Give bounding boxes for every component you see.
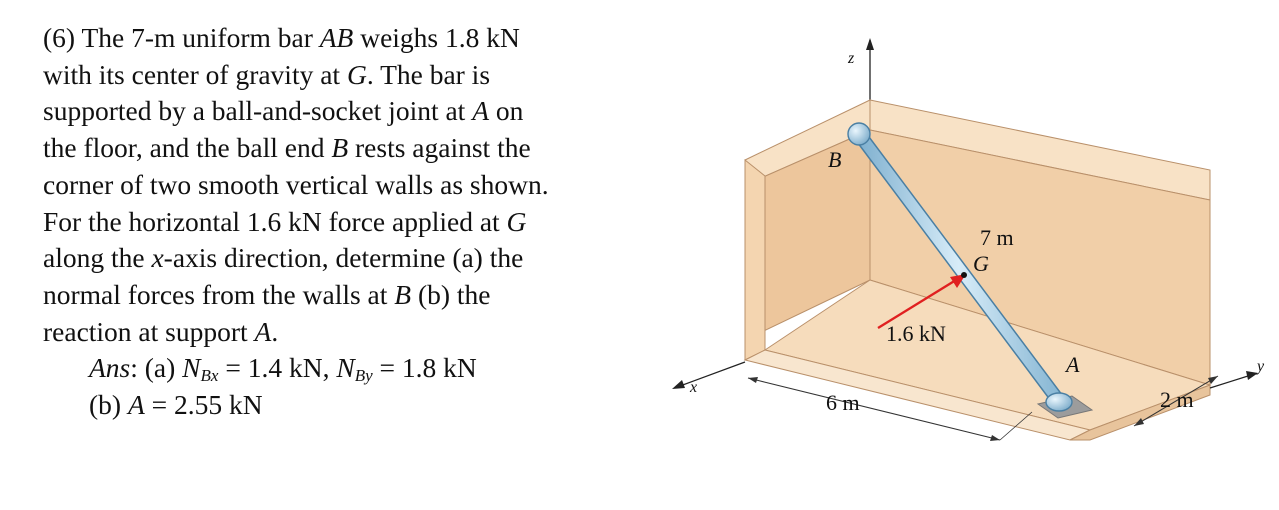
y-axis-line: [1209, 375, 1249, 389]
label-bar-length: 7 m: [980, 225, 1014, 250]
dim-6m-line: [747, 377, 1001, 441]
problem-line-1: (6) The 7-m uniform bar AB weighs 1.8 kN: [43, 22, 520, 53]
label-dim-2m: 2 m: [1160, 387, 1194, 412]
problem-statement: (6) The 7-m uniform bar AB weighs 1.8 kN…: [43, 20, 663, 424]
ball-end-b: [847, 122, 871, 146]
problem-line-3: supported by a ball-and-socket joint at …: [43, 95, 524, 127]
dim-2m-arrow-right: [1208, 376, 1218, 384]
problem-line-2: with its center of gravity at G. The bar…: [43, 58, 491, 90]
dim-6m-arrow-right: [990, 435, 1000, 441]
label-b: B: [828, 147, 841, 172]
problem-line-9: reaction at support A.: [43, 315, 279, 347]
force-arrow-shaft: [877, 278, 957, 330]
label-x: x: [689, 379, 697, 396]
answer-line-b: (b) A = 2.55 kN: [89, 389, 263, 421]
center-of-gravity-point: [961, 272, 967, 278]
force-arrowhead: [950, 274, 966, 288]
label-g: G: [973, 251, 989, 276]
statics-figure: z y x B 7 m G A 1.6 kN 6 m 2 m: [660, 30, 1279, 460]
bar-wall-diagram: z y x B 7 m G A 1.6 kN 6 m 2 m: [672, 38, 1265, 441]
floor-right-edge: [1069, 384, 1211, 441]
label-force: 1.6 kN: [886, 321, 946, 346]
x-axis-arrowhead: [672, 380, 685, 389]
problem-line-5: corner of two smooth vertical walls as s…: [43, 168, 549, 200]
x-axis-line: [679, 361, 746, 387]
y-axis-arrowhead: [1246, 371, 1258, 380]
label-dim-6m: 6 m: [826, 390, 860, 415]
answer-line-a: Ans: (a) NBx = 1.4 kN, NBy = 1.8 kN: [89, 352, 477, 386]
label-a: A: [1064, 352, 1080, 377]
problem-line-8: normal forces from the walls at B (b) th…: [43, 278, 491, 310]
dim-2m-line: [1133, 375, 1219, 427]
side-wall-front-edge: [744, 158, 766, 361]
problem-line-7: along the x-axis direction, determine (a…: [43, 242, 524, 274]
socket-joint-a: [1045, 392, 1073, 412]
problem-line-4: the floor, and the ball end B rests agai…: [43, 132, 531, 164]
z-axis-arrowhead: [866, 38, 874, 50]
bar-ab: [853, 128, 1064, 406]
label-z: z: [847, 50, 855, 67]
dim-6m-arrow-left: [748, 377, 758, 383]
problem-line-6: For the horizontal 1.6 kN force applied …: [43, 205, 527, 237]
label-y: y: [1255, 358, 1265, 375]
dim-2m-arrow-left: [1134, 418, 1144, 426]
dim-6m-extension: [999, 411, 1033, 441]
